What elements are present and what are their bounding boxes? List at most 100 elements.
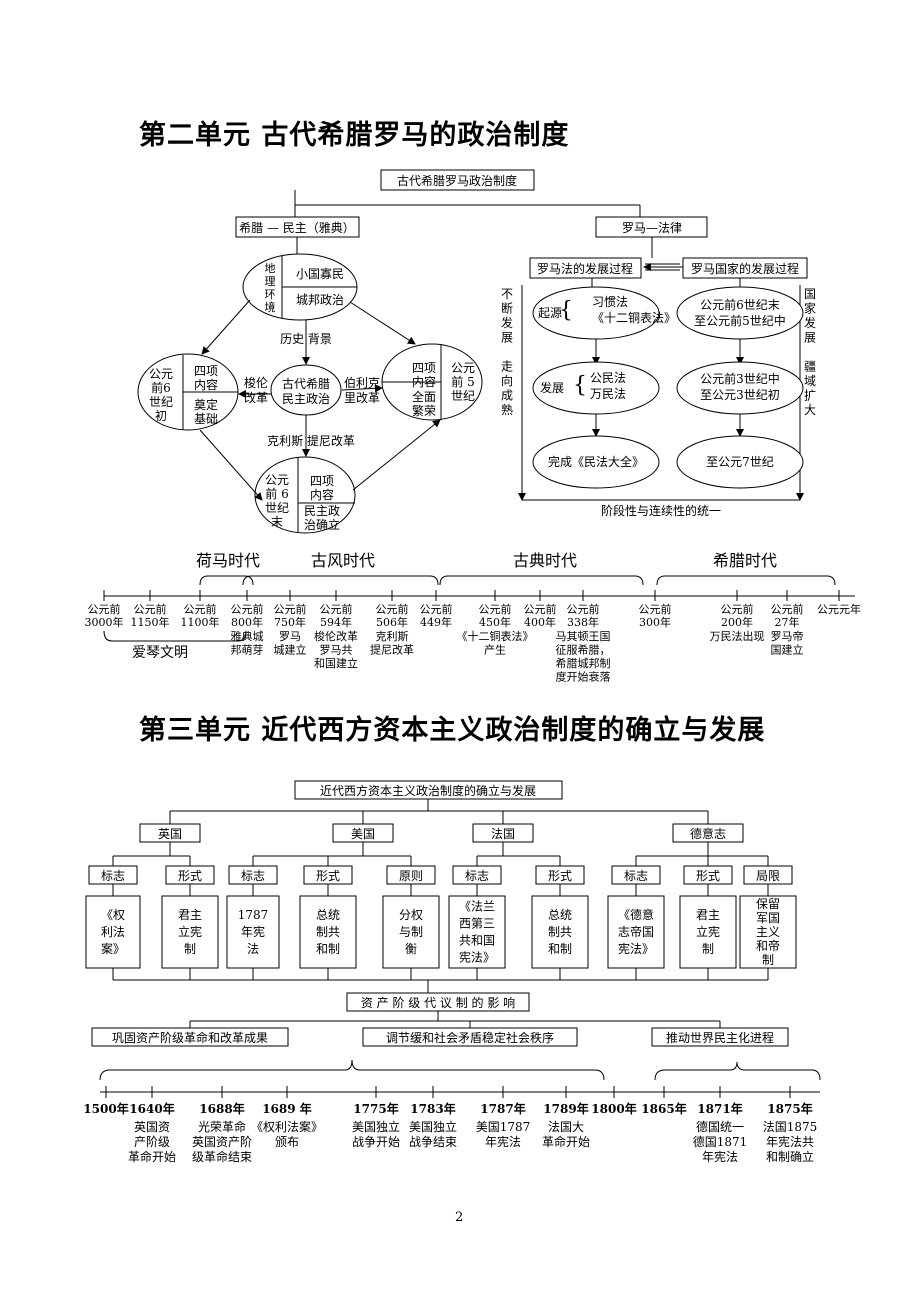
unit3-timeline-date: 1875年 <box>767 1101 812 1116</box>
era-bracket <box>656 575 836 586</box>
cell-label: 1787 <box>238 908 269 922</box>
timeline-date: 公元前 <box>639 602 672 616</box>
unity-label: 阶段性与连续性的统一 <box>601 503 721 518</box>
arrow-geo-left <box>201 299 251 355</box>
develop-items: 公民法 <box>590 371 626 385</box>
stage1-ellipse <box>676 286 804 340</box>
unit3-timeline-date: 1800年 <box>591 1101 636 1116</box>
cell-label: 总统 <box>316 908 340 922</box>
develop-label: 发展 <box>540 380 564 395</box>
timeline-event: 国建立 <box>771 643 804 657</box>
cell-label: 《权 <box>101 908 125 922</box>
right-side-label: 前 5 <box>451 374 474 389</box>
cell-label: 制共 <box>316 925 340 939</box>
left-vertical-label: 成 <box>501 389 513 403</box>
left-side-label: 初 <box>155 409 167 423</box>
timeline-event: 雅典城 <box>231 629 264 643</box>
cell-label: 保留 <box>756 897 780 911</box>
timeline-date: 公元前 <box>771 602 804 616</box>
unit3-bracket-left <box>99 1059 605 1081</box>
solon-reform-label: 梭伦 <box>244 375 268 390</box>
unit3-timeline-event: 英国资 <box>134 1120 170 1134</box>
cell-box <box>226 895 280 969</box>
bottom-top-label: 内容 <box>310 487 334 502</box>
right-vertical-label: 展 <box>804 331 816 345</box>
unit3-timeline-event: 年宪法 <box>702 1149 738 1164</box>
tag-label: 形式 <box>548 869 572 883</box>
timeline-event: 万民法出现 <box>710 629 765 643</box>
unit3-bracket-right <box>654 1061 821 1081</box>
complete-label: 完成《民法大全》 <box>548 454 644 469</box>
stage3-ellipse <box>676 435 804 489</box>
timeline-event: 希腊城邦制 <box>556 656 611 670</box>
timeline-event: 提尼改革 <box>370 643 414 657</box>
timeline-date: 800年 <box>231 615 263 629</box>
cell-label: 制 <box>184 942 196 956</box>
bottom-side-label: 世纪 <box>265 501 289 515</box>
timeline-date: 27年 <box>775 615 800 629</box>
effect-box <box>651 1027 789 1047</box>
era-bracket <box>242 575 439 586</box>
cell-label: 西第三 <box>459 917 495 931</box>
unit3-timeline-event: 产阶级 <box>134 1135 170 1149</box>
timeline-date: 公元前 <box>274 602 307 616</box>
geo-env-label: 境 <box>265 300 276 314</box>
timeline-date: 450年 <box>479 615 511 629</box>
tag-label: 原则 <box>399 869 423 883</box>
right-vertical-label: 疆 <box>804 360 816 374</box>
country-label: 美国 <box>351 827 375 841</box>
timeline-date: 338年 <box>567 615 599 629</box>
unit3-timeline-date: 1689 年 <box>262 1101 312 1116</box>
cell-label: 分权 <box>399 908 423 922</box>
timeline-date: 750年 <box>274 615 306 629</box>
bottom-bottom-label: 民主政 <box>304 504 340 518</box>
stage1-label: 公元前6世纪末 <box>700 297 780 312</box>
unit3-root-label: 近代西方资本主义政治制度的确立与发展 <box>320 783 536 798</box>
complete-ellipse <box>532 435 660 489</box>
unit3-timeline-event: 美国独立 <box>352 1119 400 1134</box>
timeline-date: 公元前 <box>479 602 512 616</box>
cell-label: 军国 <box>756 911 780 925</box>
unit3-timeline-date: 1688年 <box>199 1101 244 1116</box>
cell-label: 《德意 <box>618 907 654 922</box>
bottom-side-label: 前 6 <box>265 486 288 501</box>
timeline-event: 征服希腊， <box>556 643 611 657</box>
cell-label: 主义 <box>756 925 780 939</box>
cell-box <box>739 895 797 969</box>
era-label: 古典时代 <box>513 551 577 570</box>
era-bracket <box>439 575 644 586</box>
pericles-reform-label: 伯利克 <box>344 375 380 390</box>
greece-branch-label: 希腊 — 民主（雅典） <box>239 220 355 235</box>
timeline-event: 《十二铜表法》 <box>457 629 534 643</box>
left-vertical-label: 走 <box>501 360 513 374</box>
arrow-left-bottom <box>199 429 263 501</box>
timeline-event: 度开始衰落 <box>556 670 611 684</box>
cell-label: 共和国 <box>459 934 495 948</box>
stage2-label: 公元前3世纪中 <box>700 371 780 386</box>
geo-env-label: 地 <box>265 262 276 275</box>
cell-label: 宪法》 <box>618 941 654 956</box>
left-vertical-label: 不 <box>501 287 513 301</box>
unit3-timeline-event: 美国1787 <box>476 1120 531 1134</box>
cell-label: 君主 <box>178 908 202 922</box>
unit3-timeline-event: 德国1871 <box>693 1134 748 1149</box>
unit3-timeline-date: 1865年 <box>641 1101 686 1116</box>
right-vertical-label: 国 <box>804 287 816 301</box>
cell-label: 衡 <box>405 942 417 956</box>
origin-brace: { <box>559 298 573 323</box>
cell-box <box>448 895 506 969</box>
root-label: 古代希腊罗马政治制度 <box>397 173 517 188</box>
geo-env-label: 环 <box>265 288 276 301</box>
right-vertical-label: 大 <box>804 403 816 417</box>
unit3-timeline-event: 德国统一 <box>696 1119 744 1134</box>
timeline-date: 200年 <box>721 615 753 629</box>
timeline-event: 梭伦改革 <box>314 629 358 643</box>
left-vertical-label: 熟 <box>501 402 513 417</box>
bottom-side-label: 末 <box>271 515 283 529</box>
tag-label: 标志 <box>465 869 489 883</box>
cleisthenes-reform-label: 克利斯 提尼改革 <box>267 433 355 448</box>
unit3-timeline-event: 法国大 <box>548 1120 584 1134</box>
cell-box <box>299 895 357 969</box>
cell-label: 宪法》 <box>459 950 495 965</box>
geo-bottom-label: 城邦政治 <box>296 293 344 307</box>
